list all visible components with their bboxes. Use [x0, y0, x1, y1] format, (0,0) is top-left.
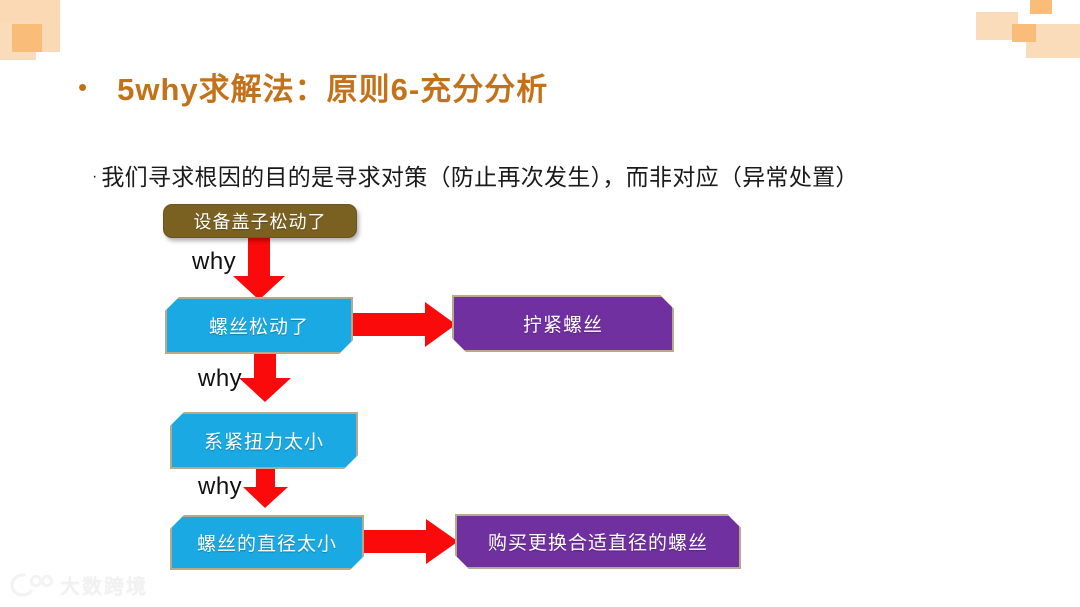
- why-label-2: why: [198, 365, 243, 392]
- brand-logo-text: 大数跨境: [60, 576, 148, 598]
- why-label-1: why: [192, 248, 237, 275]
- body-text: 我们寻求根因的目的是寻求对策（防止再次发生），而非对应（异常处置）: [101, 164, 859, 190]
- diagram-node-cause-3[interactable]: 螺丝的直径太小: [170, 515, 364, 570]
- body-bullet-icon: ·: [92, 168, 98, 185]
- arrow-down-3: [243, 469, 288, 508]
- diagram-node-action-2[interactable]: 购买更换合适直径的螺丝: [455, 514, 741, 569]
- brand-logo: 大数跨境: [10, 570, 148, 599]
- node-label: 螺丝的直径太小: [196, 534, 337, 555]
- diagram-node-action-1[interactable]: 拧紧螺丝: [452, 295, 674, 352]
- diagram-node-root[interactable]: 设备盖子松动了: [163, 204, 357, 238]
- arrow-right-1: [353, 302, 456, 347]
- diagram-node-cause-1[interactable]: 螺丝松动了: [165, 297, 353, 354]
- diagram-node-cause-2[interactable]: 系紧扭力太小: [170, 412, 358, 469]
- page-title: 5why求解法：原则6-充分分析: [117, 72, 549, 107]
- node-label: 购买更换合适直径的螺丝: [487, 533, 708, 554]
- watermark-logo-icon: [10, 572, 54, 598]
- node-label: 拧紧螺丝: [522, 315, 603, 336]
- arrow-down-1: [233, 238, 285, 300]
- title-bullet-icon: •: [78, 71, 88, 102]
- arrow-down-2: [239, 354, 291, 402]
- slide-title: • 5why求解法：原则6-充分分析: [78, 64, 548, 109]
- body-paragraph: · 我们寻求根因的目的是寻求对策（防止再次发生），而非对应（异常处置）: [92, 160, 1017, 194]
- why-label-3: why: [198, 473, 243, 500]
- node-label: 螺丝松动了: [208, 317, 309, 338]
- node-label: 设备盖子松动了: [193, 212, 327, 232]
- arrow-right-2: [362, 519, 458, 564]
- node-label: 系紧扭力太小: [203, 432, 324, 453]
